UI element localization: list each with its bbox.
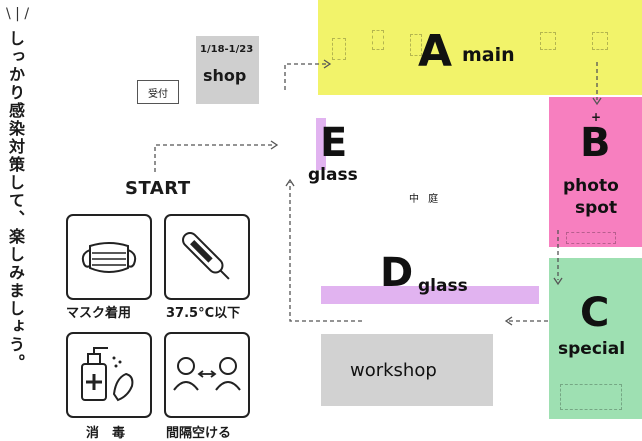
workshop-area — [321, 334, 493, 406]
fixture-outline — [540, 32, 556, 50]
zone-a-label: main — [462, 44, 515, 66]
arrowhead — [270, 140, 279, 150]
zone-b-label-line2: spot — [575, 198, 618, 218]
zone-d-label: glass — [418, 276, 468, 296]
zone-c-letter: C — [580, 290, 610, 336]
sanitizer-caption: 消 毒 — [86, 426, 126, 441]
zone-a-letter: A — [418, 26, 453, 77]
arrowhead — [504, 316, 513, 326]
fixture-outline — [332, 38, 346, 60]
workshop-label: workshop — [350, 360, 437, 381]
route-d-to-e — [289, 182, 362, 322]
zone-d-glass-strip — [321, 286, 539, 304]
arrowhead — [553, 277, 563, 286]
fixture-outline — [560, 384, 622, 410]
mask-caption: マスク着用 — [66, 306, 132, 321]
zone-e-letter: E — [320, 120, 348, 166]
arrowhead — [285, 178, 295, 187]
zone-d-letter: D — [380, 250, 414, 296]
distance-icon — [164, 332, 250, 418]
route-shop-to-a — [284, 63, 328, 90]
zone-b-area — [549, 97, 642, 247]
fixture-outline — [410, 34, 422, 56]
fixture-outline — [566, 232, 616, 244]
sparkle-icon: \ | / — [6, 6, 30, 22]
zone-c-label: special — [558, 339, 626, 359]
thermometer-caption: 37.5°C以下 — [166, 306, 241, 321]
arrowhead — [323, 59, 332, 69]
courtyard-label: 中 庭 — [409, 194, 442, 205]
start-label: START — [125, 178, 191, 199]
distance-caption: 間隔空ける — [166, 426, 232, 441]
shop-label: shop — [203, 66, 247, 85]
shop-area — [196, 36, 259, 104]
zone-e-glass-strip — [316, 118, 326, 170]
fixture-outline — [372, 30, 384, 50]
shop-dates: 1/18-1/23 — [200, 44, 254, 55]
arrowhead — [592, 97, 602, 106]
thermometer-icon — [164, 214, 250, 300]
zone-b-label-line1: photo — [563, 176, 619, 196]
sanitizer-icon — [66, 332, 152, 418]
fixture-outline — [592, 32, 608, 50]
zone-e-label: glass — [308, 165, 358, 185]
zone-b-letter: B — [580, 120, 611, 166]
route-start-to-e — [154, 144, 275, 172]
zone-a-area — [318, 0, 642, 95]
vertical-message: しっかり感染対策して、楽しみましょう。 — [6, 30, 25, 372]
reception-sign: 受付 — [137, 80, 179, 104]
zone-c-area — [549, 258, 642, 419]
mask-icon — [66, 214, 152, 300]
plus-marker: + — [591, 110, 602, 124]
